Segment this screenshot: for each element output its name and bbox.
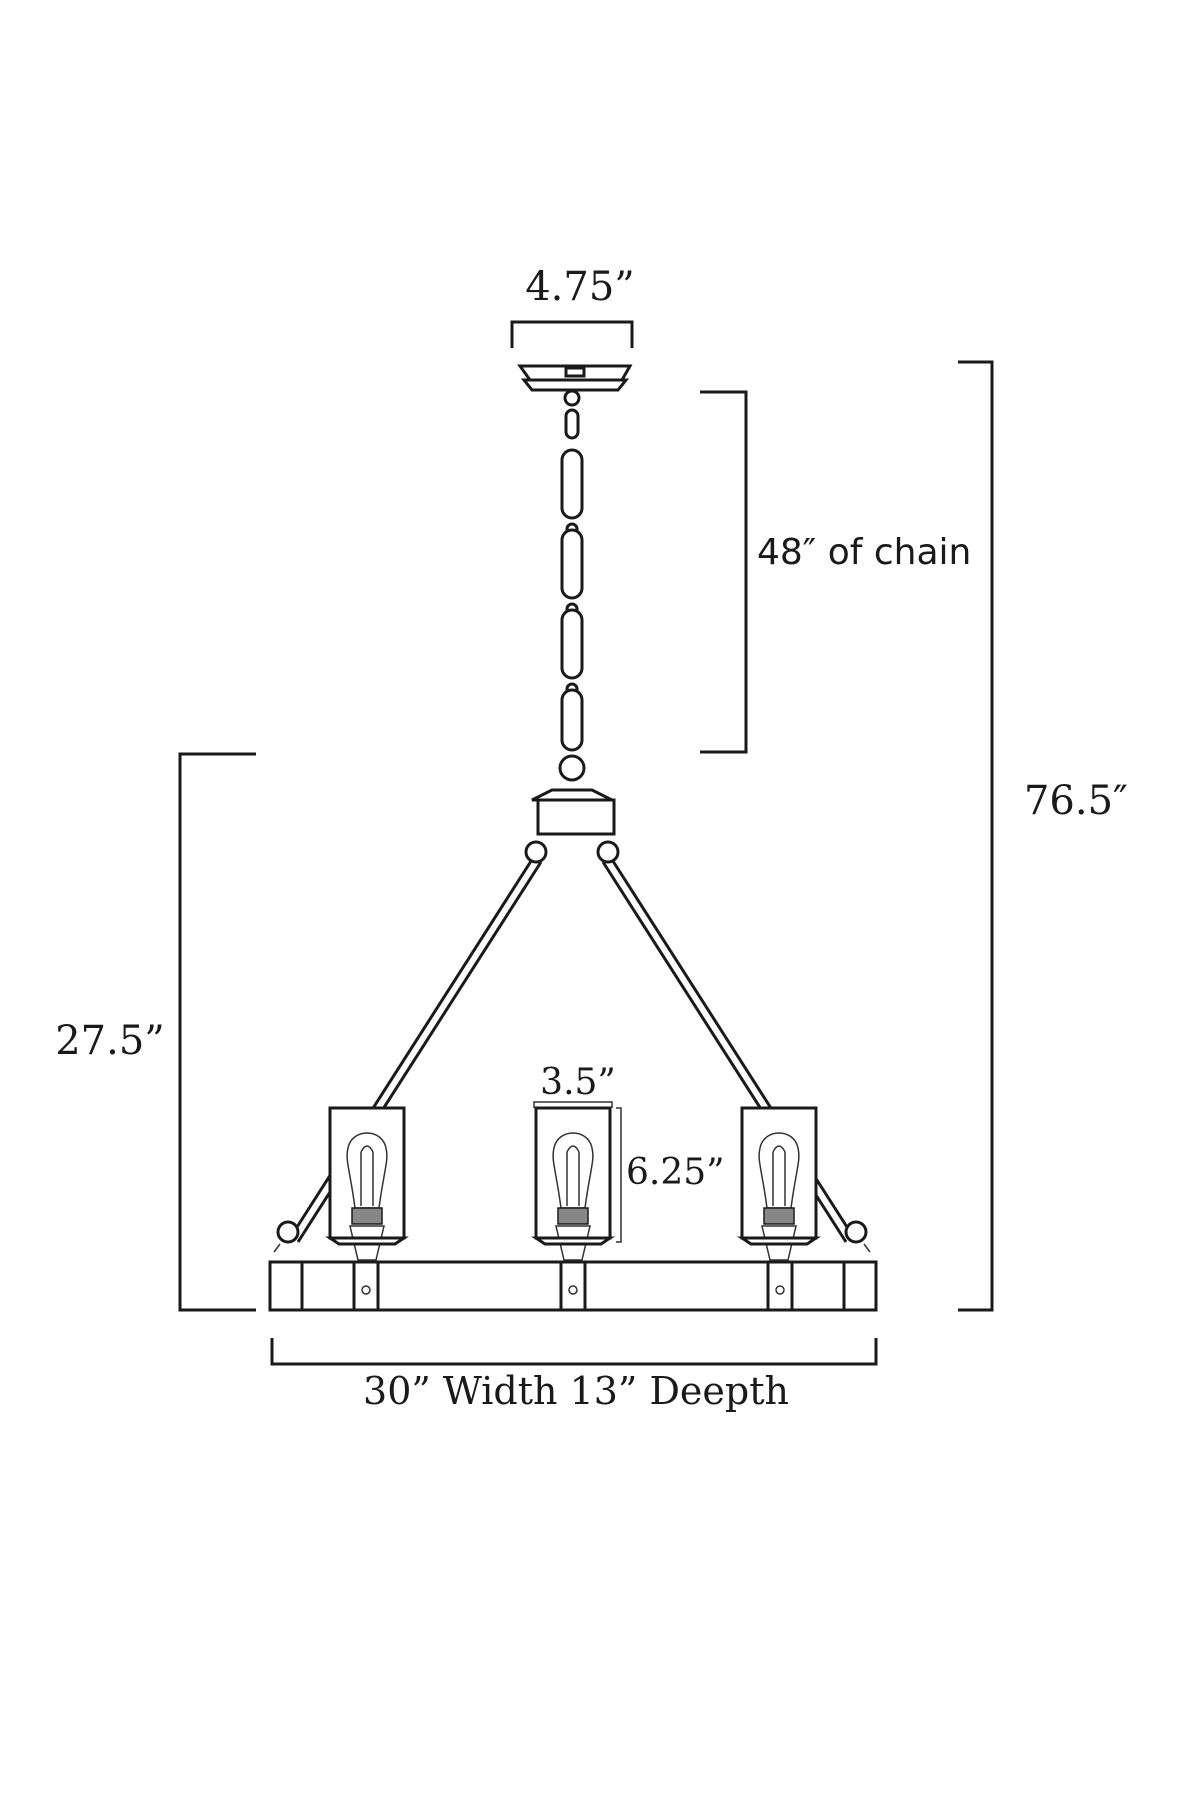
base-size-label: 30” Width 13” Deepth [363, 1369, 789, 1413]
edison-bulb-icon [758, 1132, 800, 1209]
base-width-dimension: 30” Width 13” Deepth [270, 1338, 878, 1413]
chain-length-dimension: 48″ of chain [700, 390, 971, 754]
chain [558, 389, 586, 782]
overall-height-label: 76.5″ [1024, 778, 1128, 824]
chain-link-icon [558, 389, 586, 782]
light-shade-left [325, 1106, 409, 1261]
shade-width-dimension: 3.5” [533, 1062, 616, 1108]
fixture-height-dimension: 27.5” [55, 752, 256, 1312]
shade-height-label: 6.25” [626, 1152, 725, 1193]
canopy-width-dimension: 4.75” [510, 264, 635, 348]
light-shade-center [531, 1106, 615, 1261]
shade-height-dimension: 6.25” [616, 1107, 725, 1243]
ceiling-canopy [517, 364, 633, 392]
chain-length-label: 48″ of chain [757, 532, 971, 573]
overall-height-dimension: 76.5″ [958, 360, 1128, 1312]
rod-loop-icon [273, 840, 871, 1253]
shade-width-label: 3.5” [540, 1062, 616, 1103]
base-frame [268, 1260, 878, 1312]
edison-bulb-icon [346, 1132, 388, 1209]
light-shade-right [737, 1106, 821, 1261]
fixture-height-label: 27.5” [55, 1018, 165, 1064]
edison-bulb-icon [552, 1132, 594, 1209]
hub-block [531, 788, 616, 836]
canopy-width-label: 4.75” [525, 264, 635, 310]
